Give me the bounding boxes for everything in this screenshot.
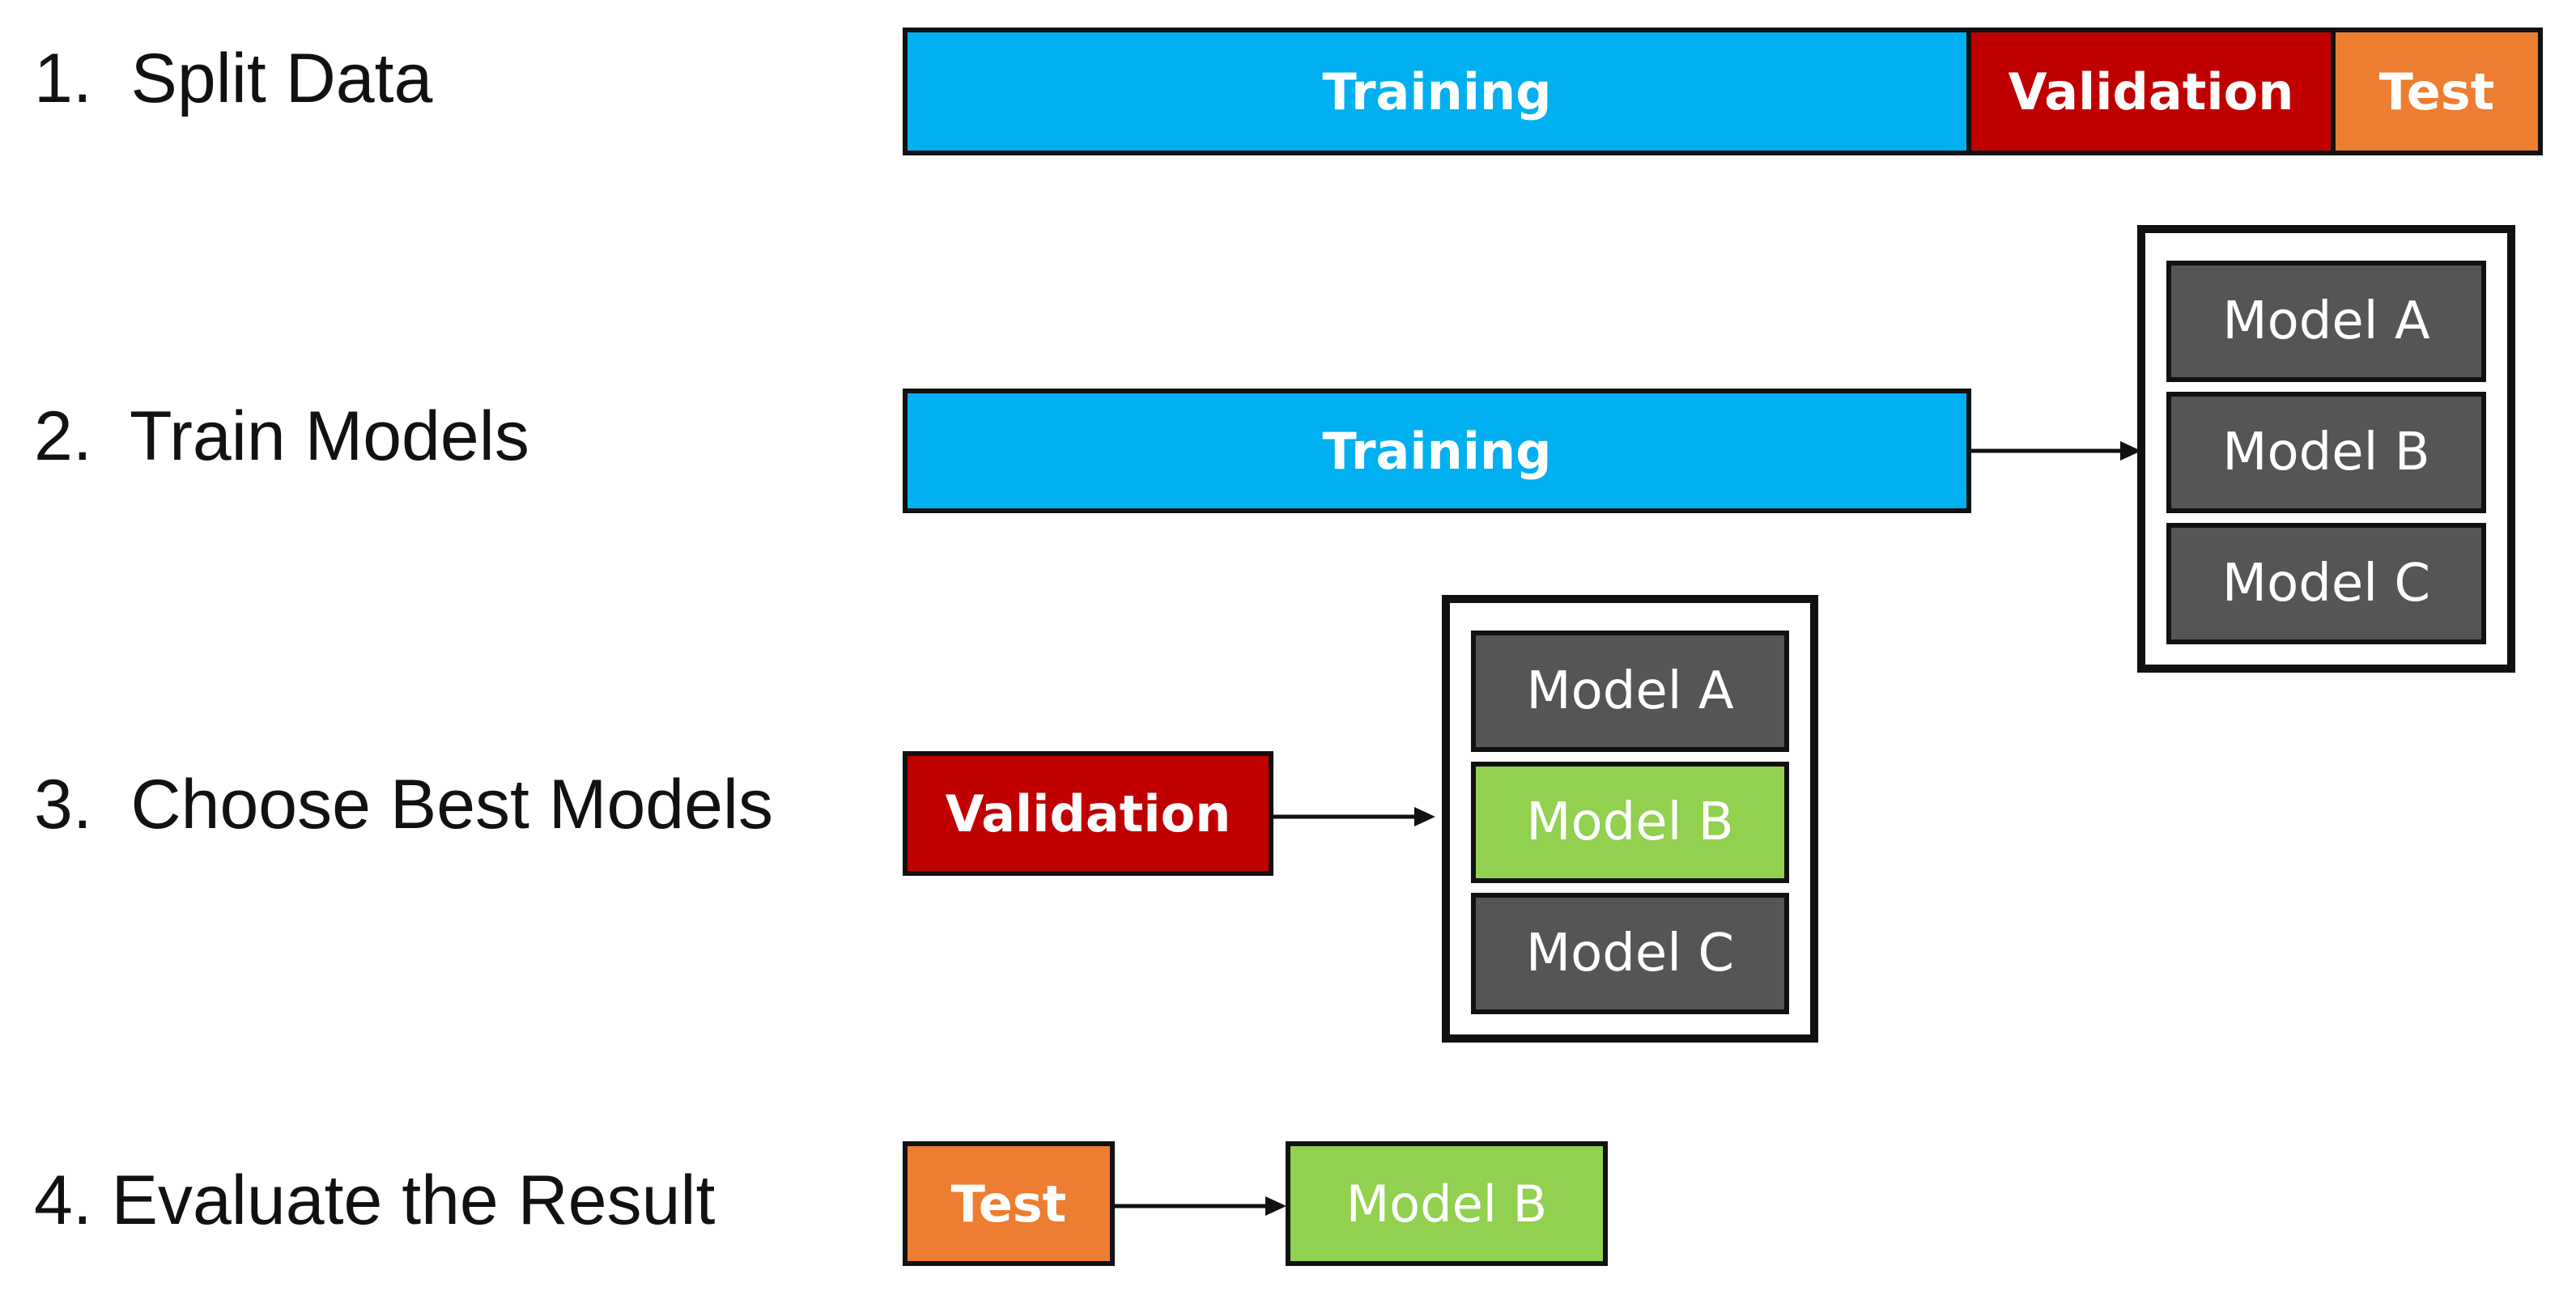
choose-model-c-label: Model C [1525,924,1735,983]
split-training-segment: Training [908,32,1971,151]
choose-validation-label: Validation [945,784,1231,843]
choose-model-a: Model A [1471,631,1789,752]
train-model-b: Model B [2166,392,2486,513]
evaluate-test-box: Test [903,1141,1115,1266]
train-training-bar: Training [903,389,1971,513]
train-training-label: Training [1322,421,1552,481]
split-training-label: Training [1322,62,1552,121]
train-arrow [1970,441,2141,461]
choose-model-b: Model B [1471,762,1789,883]
split-validation-label: Validation [2008,62,2294,121]
split-validation-segment: Validation [1971,32,2336,151]
train-model-a-label: Model A [2222,291,2430,351]
choose-arrow [1272,807,1435,826]
choose-model-b-label: Model B [1526,792,1734,852]
choose-model-a-label: Model A [1526,661,1734,721]
split-test-label: Test [2378,62,2495,121]
step-3-label: 3. Choose Best Models [34,766,774,843]
evaluate-model-b-label: Model B [1345,1174,1548,1234]
train-models-frame: Model A Model B Model C [2137,225,2515,673]
train-model-b-label: Model B [2222,423,2430,482]
train-model-c-label: Model C [2221,554,2431,614]
split-test-segment: Test [2336,32,2538,151]
evaluate-model-b: Model B [1286,1141,1608,1266]
train-model-c: Model C [2166,523,2486,644]
step-1-label: 1. Split Data [34,40,433,117]
choose-model-c: Model C [1471,893,1789,1014]
evaluate-arrow [1113,1196,1286,1216]
choose-models-frame: Model A Model B Model C [1442,595,1818,1043]
train-model-a: Model A [2166,261,2486,382]
split-data-bar: Training Validation Test [903,28,2543,155]
step-2-label: 2. Train Models [34,397,529,475]
choose-validation-box: Validation [903,751,1273,876]
evaluate-test-label: Test [950,1174,1067,1234]
step-4-label: 4. Evaluate the Result [34,1162,716,1239]
